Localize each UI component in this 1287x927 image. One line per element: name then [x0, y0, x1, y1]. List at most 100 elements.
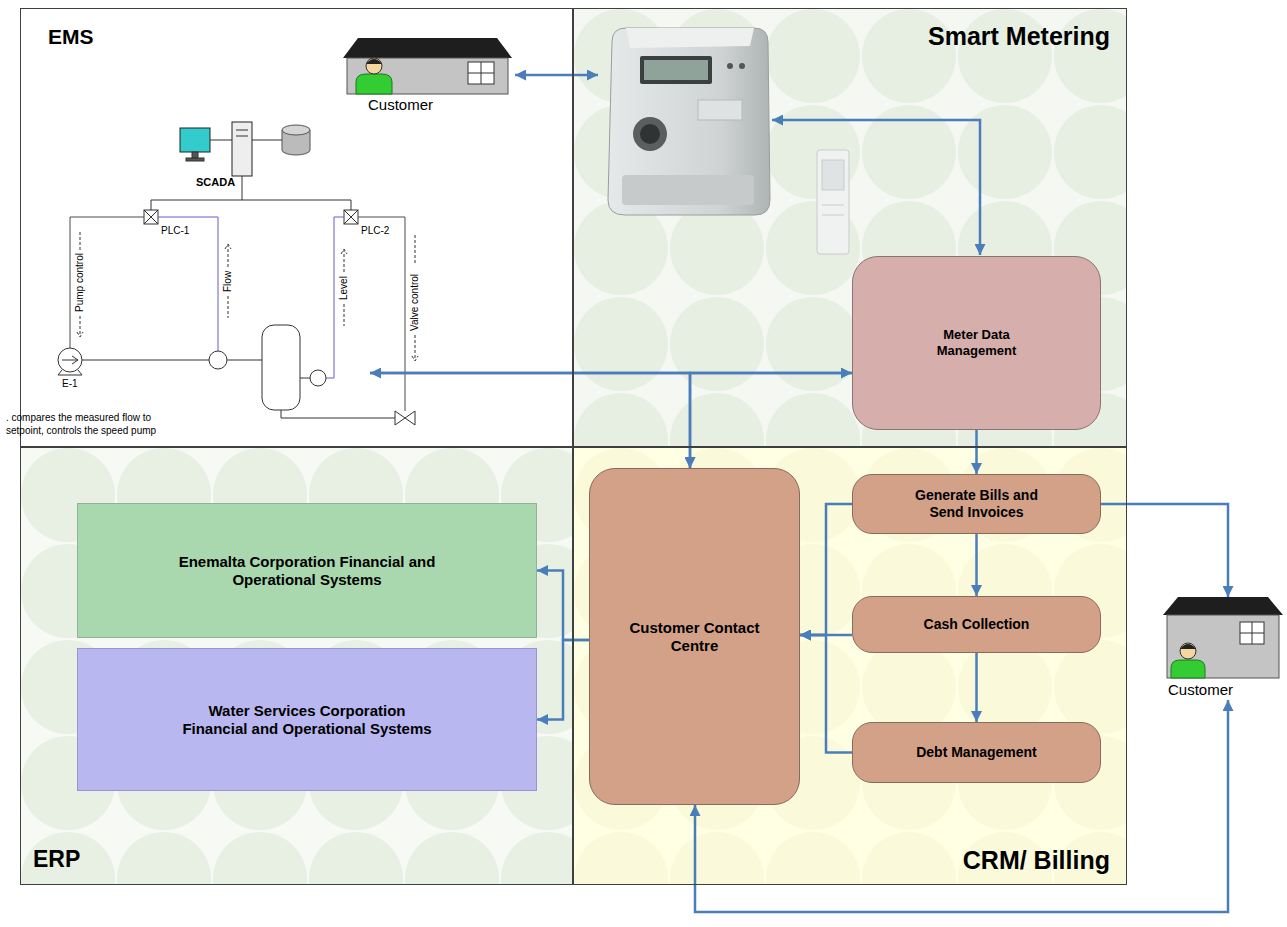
house-wall: [347, 58, 508, 94]
region-panel: Smart MeteringMeter Data Management: [573, 8, 1127, 447]
meter-plate: [698, 100, 742, 120]
process-box: Customer Contact Centre: [589, 468, 800, 805]
tower-detail: [236, 136, 248, 137]
process-box: Debt Management: [852, 722, 1101, 783]
meter-port: [633, 117, 667, 151]
connector-arrow: [537, 571, 589, 641]
person-head: [366, 58, 382, 74]
signal-arrow: [77, 316, 83, 337]
region-panel: CRM/ BillingCustomer Contact CentreGener…: [573, 447, 1127, 885]
meter-link: [772, 120, 980, 255]
signal-arrow: [225, 244, 231, 267]
pipe: [300, 378, 310, 379]
pump-symbol: [58, 348, 82, 372]
region-ground: [573, 447, 1127, 885]
illustration-label: Valve control: [410, 274, 420, 331]
region-ground: [573, 8, 1127, 447]
connector-arrow: [975, 430, 978, 474]
plc-symbol: [344, 210, 358, 224]
person-hair: [366, 59, 382, 64]
meter-cap: [626, 28, 754, 48]
house-window: [1240, 622, 1264, 644]
meter-display: [640, 56, 712, 84]
connector-group: [370, 373, 1228, 912]
house-window: [1240, 622, 1264, 644]
smart-meter-illustration: [608, 28, 849, 254]
valve-symbol: [395, 411, 415, 425]
meter-body: [608, 28, 770, 215]
connector-arrow: [1101, 504, 1228, 597]
comm-module-detail: [822, 205, 844, 206]
customer-label: Customer: [1168, 682, 1233, 699]
signal-wire: [158, 217, 218, 351]
plc-symbol: [144, 210, 158, 224]
house-window: [468, 62, 494, 84]
illustration-label: SCADA: [196, 177, 235, 188]
illustration-label: Level: [339, 276, 349, 300]
control-wire: [70, 217, 144, 348]
comm-module-detail: [822, 160, 844, 190]
process-box: Meter Data Management: [852, 256, 1101, 430]
region-panel: ERP Enemalta Corporation Financial and Op…: [20, 447, 573, 885]
pipe: [82, 360, 209, 361]
illustration-label: PLC-1: [161, 226, 189, 236]
house-window: [468, 62, 494, 84]
house-icon: [1163, 597, 1283, 678]
customer-house: Customer: [343, 38, 513, 115]
meter-display: [644, 60, 708, 80]
bus-line: [351, 200, 352, 210]
level-sensor-symbol: [310, 370, 326, 386]
signal-arrow: [344, 304, 345, 326]
illustration-label: PLC-2: [361, 226, 389, 236]
scada-illustration: [58, 122, 418, 425]
signal-arrow: [415, 235, 416, 265]
process-box: Generate Bills and Send Invoices: [852, 474, 1101, 534]
region-ground: [20, 447, 573, 885]
customer-house: Customer: [1163, 597, 1283, 700]
signal-arrow: [412, 335, 418, 361]
region-title: EMS: [48, 25, 94, 48]
connector-arrow: [975, 653, 978, 722]
wire: [252, 140, 282, 141]
connector-arrow: [537, 640, 589, 720]
box-label: Generate Bills and Send Invoices: [902, 487, 1052, 521]
flow-meter-symbol: [209, 351, 227, 369]
tank-symbol: [262, 325, 300, 410]
wire: [210, 140, 232, 141]
region-title: Smart Metering: [928, 23, 1110, 51]
house-wall: [1167, 615, 1279, 678]
meter-terminal-cover: [622, 175, 754, 205]
meter-link: [515, 74, 598, 77]
signal-arrow: [228, 296, 229, 318]
illustration-label: E-1: [62, 379, 78, 389]
box-label: Meter Data Management: [922, 327, 1032, 358]
monitor-stand: [192, 152, 198, 158]
box-label: Customer Contact Centre: [620, 619, 770, 655]
connector-arrow: [800, 504, 852, 635]
bus-line: [151, 200, 351, 201]
control-wire: [358, 217, 405, 411]
illustration-label: setpoint, controls the speed pump: [6, 426, 156, 436]
house-roof: [343, 38, 512, 58]
meter-port: [640, 124, 660, 144]
plc-symbol: [344, 210, 358, 224]
house-icon: [343, 38, 512, 94]
box-label: Water Services Corporation Financial and…: [177, 702, 437, 738]
database-top: [282, 125, 310, 135]
connector-arrow: [975, 534, 978, 596]
region-title: ERP: [33, 847, 80, 872]
plc-symbol: [144, 210, 158, 224]
system-box: Enemalta Corporation Financial and Opera…: [77, 503, 537, 638]
box-label: Enemalta Corporation Financial and Opera…: [157, 553, 457, 589]
pump-symbol: [62, 356, 78, 364]
pipe: [227, 360, 262, 361]
monitor-base: [186, 158, 204, 161]
signal-arrow: [80, 232, 81, 251]
meter-led: [727, 63, 733, 69]
box-label: Debt Management: [916, 744, 1037, 761]
box-label: Cash Collection: [924, 616, 1030, 633]
person-body: [1171, 660, 1205, 678]
tower-detail: [236, 130, 248, 131]
bus-line: [242, 176, 243, 200]
pipe: [281, 410, 395, 418]
